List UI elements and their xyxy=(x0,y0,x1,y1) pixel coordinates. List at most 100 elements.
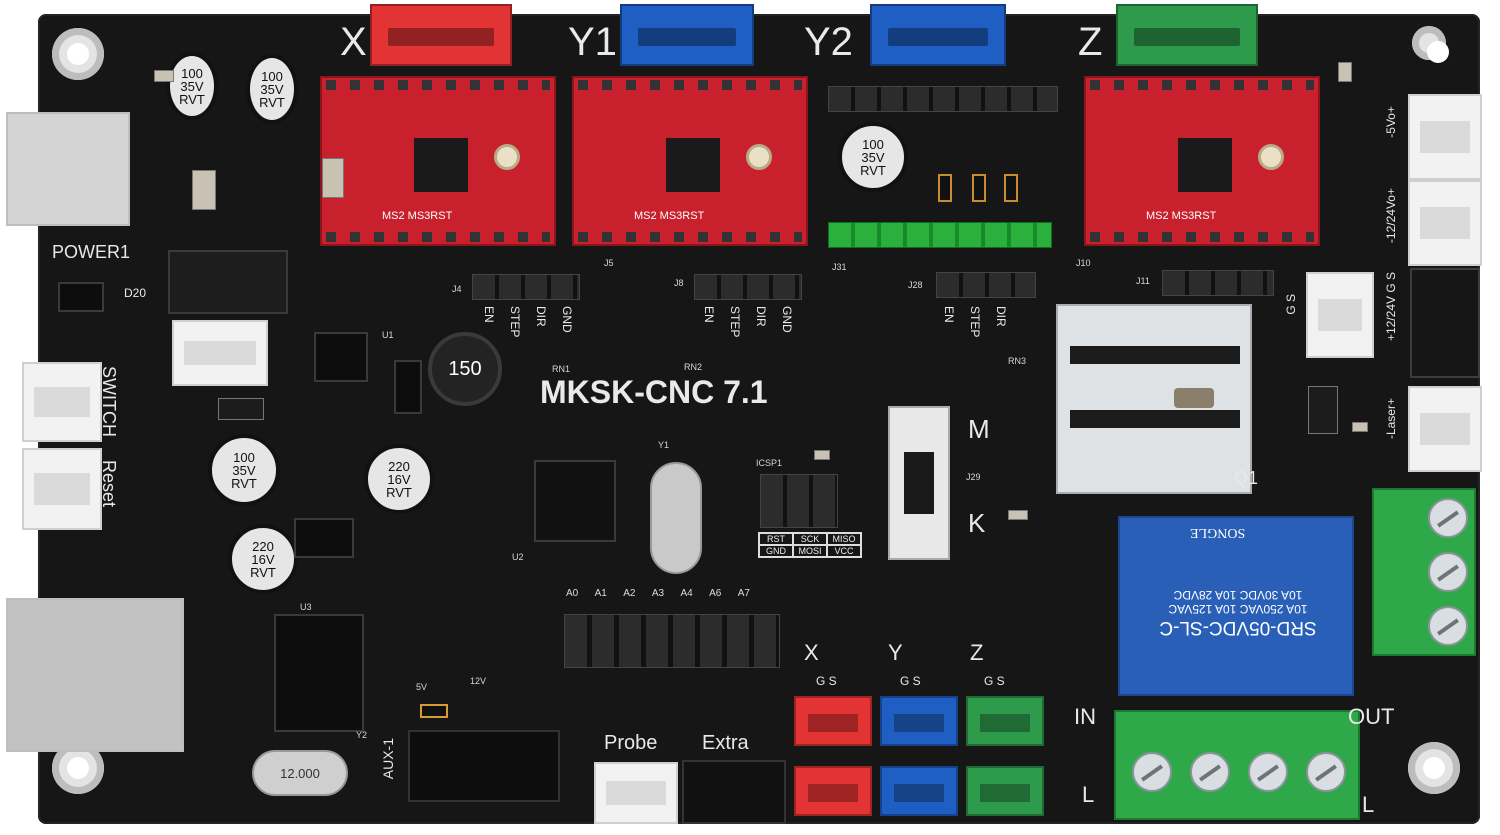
j11-header[interactable] xyxy=(1162,270,1274,296)
y1-motor-connector[interactable] xyxy=(620,4,754,66)
j8-header[interactable] xyxy=(694,274,802,300)
gs-connector[interactable] xyxy=(1306,272,1374,358)
icsp-pin-map: RST SCK MISO GND MOSI VCC xyxy=(758,532,862,558)
limit-gs-x: G S xyxy=(816,674,837,688)
analog-header-j22-j23[interactable] xyxy=(564,614,780,668)
screw-terminal[interactable] xyxy=(1428,498,1468,538)
voltage-regulator xyxy=(168,250,288,314)
laser-connector[interactable] xyxy=(1408,386,1482,472)
j4-header[interactable] xyxy=(472,274,580,300)
icsp-header[interactable] xyxy=(760,474,838,528)
l-right-label: L xyxy=(1362,792,1375,817)
stepper-driver-y1: MS2 MS3RST xyxy=(572,76,808,246)
x-motor-connector[interactable] xyxy=(370,4,512,66)
y-limit-connector-1[interactable] xyxy=(880,696,958,746)
x-limit-connector-2[interactable] xyxy=(794,766,872,816)
pin-dir: DIR xyxy=(754,306,768,327)
relay-output-terminal[interactable] xyxy=(1372,488,1476,656)
led-d1 xyxy=(1352,422,1368,432)
crystal-y2: 12.000 xyxy=(252,750,348,796)
pin-gnd: GND xyxy=(780,306,794,333)
mounting-hole-top-left xyxy=(52,28,104,80)
gs-label: G S xyxy=(1284,294,1298,315)
aux-voltage-jumper[interactable] xyxy=(420,704,448,718)
d20-label: D20 xyxy=(124,286,147,300)
inductor: 150 xyxy=(428,332,502,406)
screw-terminal[interactable] xyxy=(1306,752,1346,792)
12-24vo-connector[interactable] xyxy=(1408,180,1482,266)
power-jack[interactable] xyxy=(6,112,130,226)
limit-gs-z: G S xyxy=(984,674,1005,688)
j31-header[interactable] xyxy=(828,222,1052,248)
relay-brand: SONGLE xyxy=(1190,525,1246,540)
pin-dir: DIR xyxy=(534,306,548,327)
screw-terminal[interactable] xyxy=(1428,552,1468,592)
12-24v-label: +12/24V G S xyxy=(1384,272,1398,342)
relay-rating-2: 10A 30VDC 10A 28VDC xyxy=(1173,588,1303,602)
screw-terminal[interactable] xyxy=(1248,752,1288,792)
probe-connector[interactable] xyxy=(594,762,678,824)
rn2-label: RN2 xyxy=(684,362,703,372)
probe-label: Probe xyxy=(604,732,658,754)
switch-label: SWITCH xyxy=(99,366,119,437)
jumper[interactable] xyxy=(972,174,986,202)
jumper[interactable] xyxy=(938,174,952,202)
z-limit-connector-1[interactable] xyxy=(966,696,1044,746)
power-terminal-in-out[interactable] xyxy=(1114,710,1360,820)
icsp-label: ICSP1 xyxy=(756,458,783,468)
j28-header[interactable] xyxy=(936,272,1036,298)
y2-motor-connector[interactable] xyxy=(870,4,1006,66)
limit-gs-y: G S xyxy=(900,674,921,688)
pin-gnd: GND xyxy=(560,306,574,333)
driver-chip xyxy=(414,138,468,192)
jumper[interactable] xyxy=(1004,174,1018,202)
driver-potentiometer[interactable] xyxy=(494,144,520,170)
driver-chip xyxy=(666,138,720,192)
limit-axis-y: Y xyxy=(888,640,903,665)
in-label: IN xyxy=(1074,704,1096,729)
screw-terminal[interactable] xyxy=(1190,752,1230,792)
aux-header[interactable] xyxy=(408,730,560,802)
transistor-d8 xyxy=(294,518,354,558)
extra-label: Extra xyxy=(702,732,749,754)
heatsink xyxy=(1056,304,1252,494)
diode-d9 xyxy=(1308,386,1338,434)
screw-terminal[interactable] xyxy=(1428,606,1468,646)
driver-potentiometer[interactable] xyxy=(1258,144,1284,170)
extra-connector[interactable] xyxy=(682,760,786,824)
switch-connector[interactable] xyxy=(22,362,102,442)
y-limit-connector-2[interactable] xyxy=(880,766,958,816)
12-24v-connector[interactable] xyxy=(1410,268,1480,378)
x-limit-connector-1[interactable] xyxy=(794,696,872,746)
limit-axis-x: X xyxy=(804,640,819,665)
z-limit-connector-2[interactable] xyxy=(966,766,1044,816)
u3-label: U3 xyxy=(300,602,312,612)
axis-label-z: Z xyxy=(1078,20,1103,64)
driver-label: MS2 MS3RST xyxy=(634,210,705,222)
p1-connector[interactable] xyxy=(172,320,268,386)
5vo-label: -5Vo+ xyxy=(1384,106,1398,138)
u1-label: U1 xyxy=(382,330,394,340)
usb-b-port[interactable] xyxy=(6,598,184,752)
z-motor-connector[interactable] xyxy=(1116,4,1258,66)
pin-step: STEP xyxy=(508,306,522,338)
screw-terminal[interactable] xyxy=(1132,752,1172,792)
aux-label: AUX-1 xyxy=(380,738,396,780)
ic-u1 xyxy=(314,332,368,382)
driver-label: MS2 MS3RST xyxy=(382,210,453,222)
reset-connector[interactable] xyxy=(22,448,102,530)
mode-slide-switch[interactable] xyxy=(888,406,950,560)
driver-potentiometer[interactable] xyxy=(746,144,772,170)
stepper-driver-x: MS2 MS3RST xyxy=(320,76,556,246)
j5-label: J5 xyxy=(604,258,614,268)
relay: SRD-05VDC-SL-C 10A 250VAC 10A 125VAC 10A… xyxy=(1118,516,1354,696)
relay-model: SRD-05VDC-SL-C xyxy=(1159,617,1317,638)
mounting-hole-bottom-right xyxy=(1408,742,1460,794)
u2-label: U2 xyxy=(512,552,524,562)
rn3-label: RN3 xyxy=(1008,356,1027,366)
5vo-connector[interactable] xyxy=(1408,94,1482,180)
l-left-label: L xyxy=(1082,782,1095,807)
